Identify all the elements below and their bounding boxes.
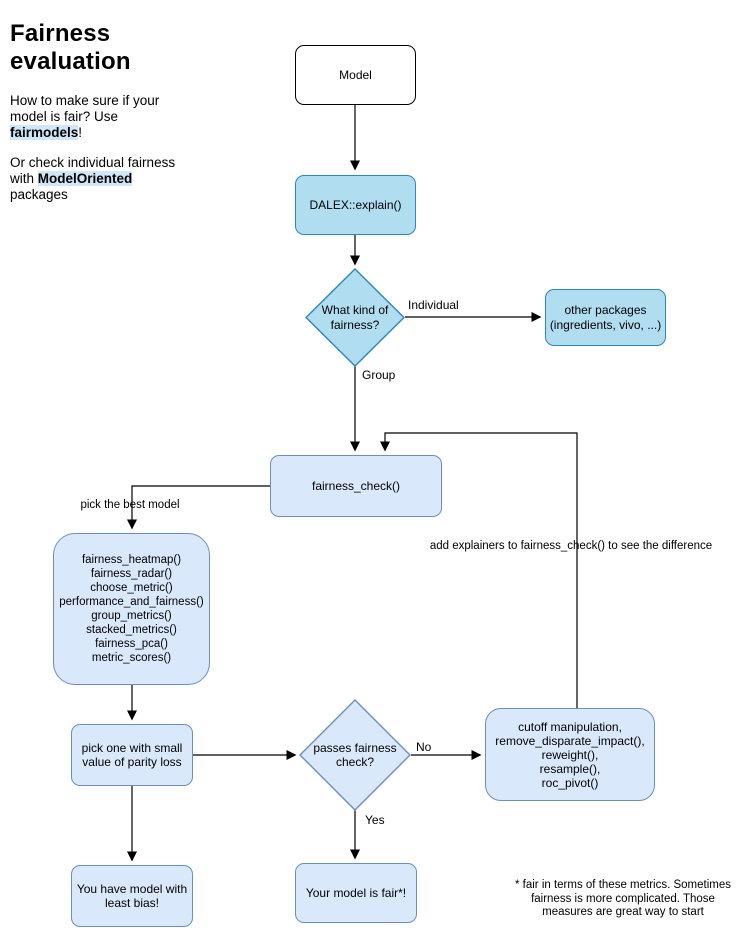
modeloriented-highlight: ModelOriented [37, 170, 133, 186]
function-name: fairness_heatmap() [81, 554, 182, 566]
secondary-paragraph: Or check individual fairness with ModelO… [10, 155, 176, 202]
intro-paragraph: How to make sure if your model is fair? … [10, 93, 160, 140]
edge-mitigation-loop-to-check [379, 432, 578, 708]
function-name: stacked_metrics() [86, 624, 177, 636]
node-other-packages: other packages(ingredients, vivo, ...) [545, 289, 666, 346]
node-exploration-functions: fairness_heatmap() fairness_radar() choo… [53, 533, 210, 685]
edge-label-group: Group [362, 368, 396, 382]
fairmodels-highlight: fairmodels [10, 124, 79, 140]
footnote: * fair in terms of these metrics. Someti… [514, 879, 731, 918]
node-dalex-explain: DALEX::explain() [295, 175, 416, 235]
page-title: Fairness evaluation [10, 20, 131, 75]
mitigation-item: resample(), [539, 761, 601, 776]
function-name: fairness_radar() [90, 568, 173, 580]
edge-label-individual: Individual [408, 298, 459, 312]
function-name: performance_and_fairness() [59, 596, 204, 608]
mitigation-item: cutoff manipulation, [518, 719, 622, 734]
node-bias-mitigation: cutoff manipulation, remove_disparate_im… [485, 708, 655, 801]
edge-check-to-functions [126, 485, 270, 530]
function-name: group_metrics() [91, 610, 172, 622]
edge-label-add-explainers: add explainers to fairness_check() to se… [429, 540, 713, 552]
function-name: metric_scores() [91, 652, 172, 664]
function-name: choose_metric() [90, 582, 173, 594]
edge-label-pick-best-model: pick the best model [80, 499, 180, 511]
mitigation-item: roc_pivot() [541, 775, 599, 790]
edge-label-yes: Yes [365, 813, 385, 827]
mitigation-item: remove_disparate_impact(), [495, 733, 645, 748]
decision-what-kind-of-fairness [305, 268, 405, 367]
function-name: fairness_pca() [95, 638, 168, 650]
mitigation-item: reweight(), [541, 747, 599, 762]
node-model-is-fair: Your model is fair*! [295, 863, 417, 923]
node-fairness-check: fairness_check() [270, 455, 442, 517]
decision-passes-fairness-check [299, 699, 411, 811]
edge-label-no: No [416, 740, 432, 754]
node-model: Model [295, 45, 416, 105]
